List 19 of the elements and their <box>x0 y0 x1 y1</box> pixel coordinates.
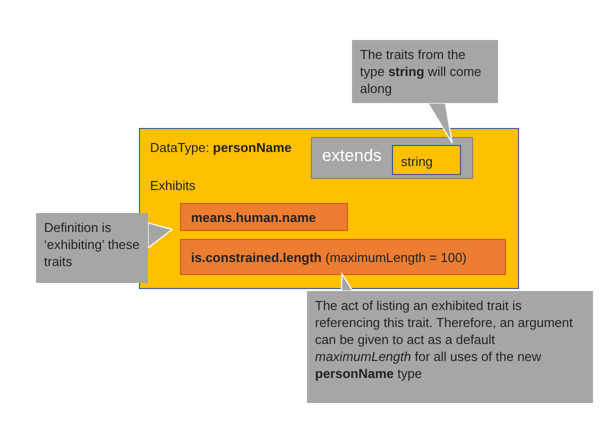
callout-box <box>307 291 593 403</box>
trait-name: is.constrained.length (maximumLength = 100) <box>191 248 467 266</box>
trait-box <box>180 203 348 231</box>
type-box <box>392 145 461 175</box>
callout-pointer <box>147 222 174 250</box>
panel-title: DataType: personName <box>150 139 292 156</box>
callout-text: The act of listing an exhibited trait is referencing this trait. Therefore, an argument can be given to act as a default maximumLength for all uses of the new personName type <box>315 297 574 382</box>
type-name: string <box>401 153 433 170</box>
callout-pointer <box>340 272 354 292</box>
callout-text: The traits from the type string will come along <box>360 46 482 97</box>
callout-pointer <box>426 102 453 144</box>
trait-name: means.human.name <box>191 208 316 226</box>
box-label: extends <box>322 145 382 167</box>
trait-box <box>180 239 506 275</box>
callout-box <box>352 40 498 103</box>
datatype-panel <box>139 128 519 289</box>
callout-text: Definition is ‘exhibiting’ these traits <box>44 219 140 270</box>
section-label: Exhibits <box>150 177 196 194</box>
callout-box <box>36 213 148 283</box>
